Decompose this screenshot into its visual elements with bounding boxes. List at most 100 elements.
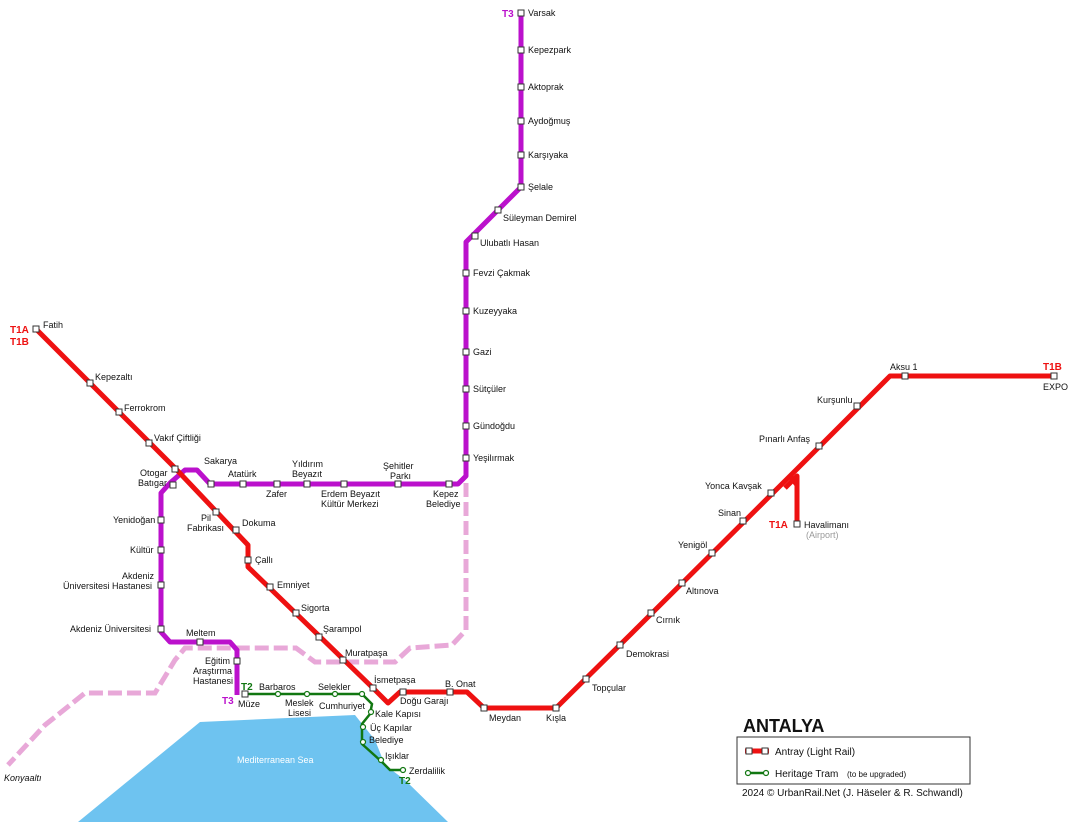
- station-sinan[interactable]: [739, 517, 747, 525]
- station-ferrokrom[interactable]: [115, 408, 123, 416]
- station-selekler[interactable]: [331, 690, 339, 698]
- station-dogu-garaji[interactable]: [399, 688, 407, 696]
- station-topcular[interactable]: [582, 675, 590, 683]
- label-varsak: Varsak: [528, 8, 556, 18]
- station-meslek-lisesi[interactable]: [303, 690, 311, 698]
- station-calli[interactable]: [244, 556, 252, 564]
- line-t2-green: [247, 692, 404, 772]
- station-pinarli-anfas[interactable]: [815, 442, 823, 450]
- station-barbaros[interactable]: [274, 690, 282, 698]
- station-b-onat[interactable]: [446, 688, 454, 696]
- label-cirnik: Cırnık: [656, 615, 681, 625]
- label-sutculer: Sütçüler: [473, 384, 506, 394]
- station-kepezpark[interactable]: [517, 46, 525, 54]
- station-kultur[interactable]: [157, 546, 165, 554]
- label-pinarli-anfas: Pınarlı Anfaş: [759, 434, 811, 444]
- station-emniyet[interactable]: [266, 583, 274, 591]
- station-gundogdu[interactable]: [462, 422, 470, 430]
- label-kepez-belediye-2: Belediye: [426, 499, 461, 509]
- label-isiklar: Işıklar: [385, 751, 409, 761]
- station-ismetpasa[interactable]: [369, 684, 377, 692]
- station-pil-fabrikasi[interactable]: [212, 508, 220, 516]
- label-egitim-2: Araştırma: [193, 666, 232, 676]
- station-fevzi-cakmak[interactable]: [462, 269, 470, 277]
- station-sutculer[interactable]: [462, 385, 470, 393]
- label-ismetpasa: İsmetpaşa: [374, 675, 416, 685]
- label-kale-kapisi: Kale Kapısı: [375, 709, 421, 719]
- label-fatih: Fatih: [43, 320, 63, 330]
- label-zerdalilik: Zerdalilik: [409, 766, 446, 776]
- station-aktoprak[interactable]: [517, 83, 525, 91]
- label-akdeniz-hastanesi-2: Üniversitesi Hastanesi: [63, 581, 152, 591]
- station-altinova[interactable]: [678, 579, 686, 587]
- station-muratpasa[interactable]: [339, 656, 347, 664]
- station-vakif-ciftligi[interactable]: [145, 439, 153, 447]
- planned-line-pink: [6, 483, 469, 767]
- label-calli: Çallı: [255, 555, 273, 565]
- label-muze: Müze: [238, 699, 260, 709]
- station-ataturk[interactable]: [239, 480, 247, 488]
- label-yildirim-beyazit-2: Beyazıt: [292, 469, 323, 479]
- station-meydan[interactable]: [480, 704, 488, 712]
- station-zafer[interactable]: [273, 480, 281, 488]
- station-isiklar[interactable]: [377, 756, 385, 764]
- station-otogar[interactable]: [171, 465, 179, 473]
- station-gazi[interactable]: [462, 348, 470, 356]
- station-sarampol[interactable]: [315, 633, 323, 641]
- label-otogar-1: Otogar: [140, 468, 168, 478]
- station-karsiyaka[interactable]: [517, 151, 525, 159]
- station-ulubatli-hasan[interactable]: [471, 232, 479, 240]
- station-yenidogan[interactable]: [157, 516, 165, 524]
- station-kepez-belediye[interactable]: [445, 480, 453, 488]
- station-belediye[interactable]: [359, 738, 367, 746]
- t3-labels: Varsak Kepezpark Aktoprak Aydoğmuş Karşı…: [63, 8, 577, 709]
- t1-labels: Fatih Kepezaltı Ferrokrom Vakıf Çiftliği…: [43, 320, 1068, 723]
- station-havalimani[interactable]: [793, 520, 801, 528]
- label-altinova: Altınova: [686, 586, 719, 596]
- station-yenigol[interactable]: [708, 549, 716, 557]
- station-kuzeyyaka[interactable]: [462, 307, 470, 315]
- label-kursunlu: Kurşunlu: [817, 395, 853, 405]
- station-yildirim-beyazit[interactable]: [303, 480, 311, 488]
- station-kursunlu[interactable]: [853, 402, 861, 410]
- station-suleyman-demirel[interactable]: [494, 206, 502, 214]
- sea-label: Mediterranean Sea: [237, 755, 314, 765]
- label-erdem-beyazit-1: Erdem Beyazıt: [321, 489, 381, 499]
- station-muze[interactable]: [241, 690, 249, 698]
- station-kepezalti[interactable]: [86, 379, 94, 387]
- station-zerdalilik[interactable]: [399, 766, 407, 774]
- station-erdem-beyazit[interactable]: [340, 480, 348, 488]
- label-yesilirmak: Yeşilırmak: [473, 453, 515, 463]
- label-meltem: Meltem: [186, 628, 216, 638]
- station-kale-kapisi[interactable]: [367, 708, 375, 716]
- station-sigorta[interactable]: [292, 609, 300, 617]
- label-airport: (Airport): [806, 530, 839, 540]
- station-dokuma[interactable]: [232, 526, 240, 534]
- station-meltem[interactable]: [196, 638, 204, 646]
- station-sakarya[interactable]: [207, 480, 215, 488]
- legend-heritage-note: (to be upgraded): [847, 770, 906, 779]
- label-cumhuriyet: Cumhuriyet: [319, 701, 366, 711]
- station-uc-kapilar[interactable]: [359, 723, 367, 731]
- label-gundogdu: Gündoğdu: [473, 421, 515, 431]
- station-sehitler-parki[interactable]: [394, 480, 402, 488]
- station-aydogmus[interactable]: [517, 117, 525, 125]
- station-kisla[interactable]: [552, 704, 560, 712]
- station-akdeniz-hastanesi[interactable]: [157, 581, 165, 589]
- station-demokrasi[interactable]: [616, 641, 624, 649]
- label-dokuma: Dokuma: [242, 518, 276, 528]
- station-egitim[interactable]: [233, 657, 241, 665]
- station-akdeniz-universitesi[interactable]: [157, 625, 165, 633]
- station-expo[interactable]: [1050, 372, 1058, 380]
- label-erdem-beyazit-2: Kültür Merkezi: [321, 499, 379, 509]
- station-yesilirmak[interactable]: [462, 454, 470, 462]
- station-cumhuriyet[interactable]: [358, 690, 366, 698]
- label-aktoprak: Aktoprak: [528, 82, 564, 92]
- station-selale[interactable]: [517, 183, 525, 191]
- station-otogar-batigar[interactable]: [169, 481, 177, 489]
- station-aksu-1[interactable]: [901, 372, 909, 380]
- station-cirnik[interactable]: [647, 609, 655, 617]
- station-fatih[interactable]: [32, 325, 40, 333]
- station-yonca-kavsak[interactable]: [767, 489, 775, 497]
- station-varsak[interactable]: [517, 9, 525, 17]
